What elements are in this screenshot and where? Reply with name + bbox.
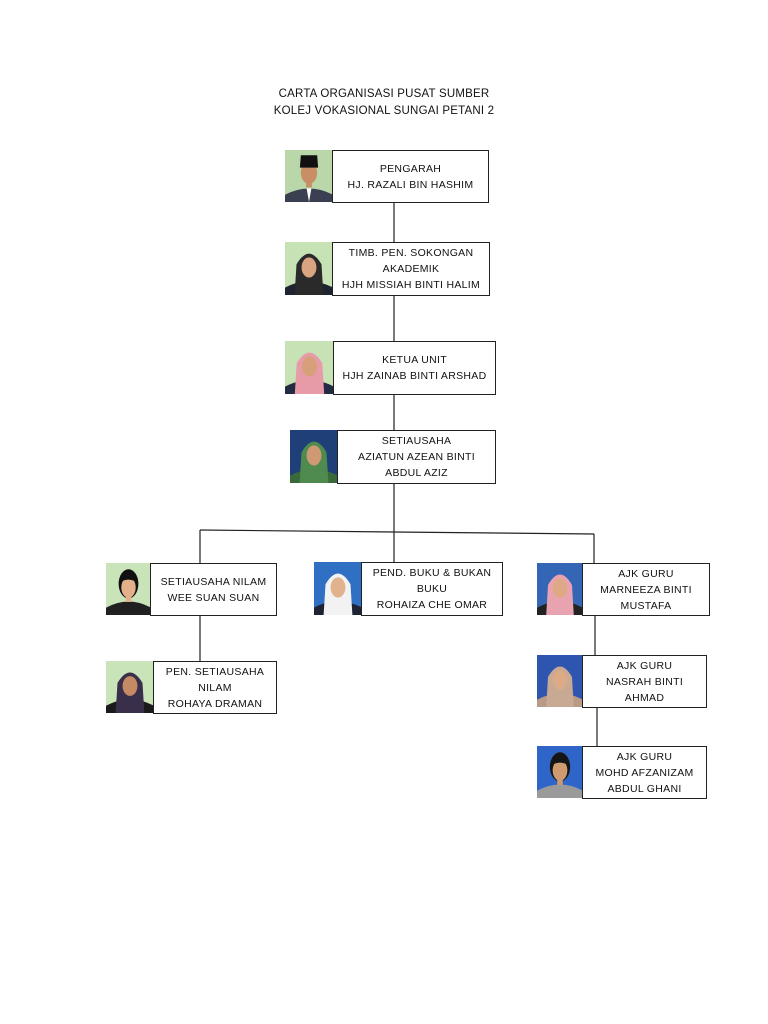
box-ketua-unit: KETUA UNIT HJH ZAINAB BINTI ARSHAD <box>333 341 496 395</box>
portrait-setiausaha-nilam <box>106 563 151 615</box>
box-text-line: PENGARAH <box>379 162 442 175</box>
box-text-line: MUSTAFA <box>620 599 672 612</box>
portrait-pen-setiausaha-nilam <box>106 661 154 713</box>
person-portrait-icon <box>285 150 332 202</box>
person-portrait-icon <box>285 242 332 295</box>
box-text-line: ABDUL AZIZ <box>385 467 448 479</box>
box-pengarah: PENGARAH HJ. RAZALI BIN HASHIM <box>332 150 489 203</box>
box-text-line: AHMAD <box>624 691 665 704</box>
box-pend-buku: PEND. BUKU & BUKAN BUKU ROHAIZA CHE OMAR <box>361 562 503 616</box>
box-text-line: NASRAH BINTI <box>605 675 684 688</box>
box-pen-setiausaha-nilam: PEN. SETIAUSAHA NILAM ROHAYA DRAMAN <box>153 661 277 714</box>
portrait-ajk-nasrah <box>537 655 583 707</box>
box-text-line: AJK GURU <box>618 567 674 580</box>
portrait-setiausaha <box>290 430 338 483</box>
chart-title-line2: KOLEJ VOKASIONAL SUNGAI PETANI 2 <box>273 105 495 117</box>
box-text-line: ABDUL GHANI <box>607 782 682 795</box>
person-portrait-icon <box>106 661 153 713</box>
box-ajk-marneeza: AJK GURU MARNEEZA BINTI MUSTAFA <box>582 563 710 616</box>
portrait-ajk-marneeza <box>537 563 583 615</box>
portrait-ajk-afzanizam <box>537 746 583 798</box>
box-text-line: PEND. BUKU & BUKAN <box>372 567 492 579</box>
box-text-line: MARNEEZA BINTI <box>600 583 692 596</box>
box-text-line: AJK GURU <box>616 750 673 763</box>
box-text-line: SETIAUSAHA NILAM <box>160 575 267 588</box>
box-text-line: WEE SUAN SUAN <box>167 591 260 604</box>
box-setiausaha: SETIAUSAHA AZIATUN AZEAN BINTI ABDUL AZIZ <box>337 430 496 484</box>
connector-horizontal-branch <box>199 529 595 535</box>
chart-title-line1: CARTA ORGANISASI PUSAT SUMBER <box>278 88 490 100</box>
box-text-line: NILAM <box>198 681 232 694</box>
box-text-line: HJH ZAINAB BINTI ARSHAD <box>342 370 487 382</box>
box-text-line: AKADEMIK <box>382 263 440 275</box>
box-text-line: TIMB. PEN. SOKONGAN <box>348 247 474 259</box>
person-portrait-icon <box>537 655 582 707</box>
box-text-line: HJ. RAZALI BIN HASHIM <box>347 178 474 191</box>
box-text-line: BUKU <box>416 583 448 595</box>
box-text-line: HJH MISSIAH BINTI HALIM <box>341 279 481 291</box>
person-portrait-icon <box>537 746 582 798</box>
box-text-line: KETUA UNIT <box>382 354 447 366</box>
person-portrait-icon <box>537 563 582 615</box>
box-text-line: AJK GURU <box>616 659 673 672</box>
portrait-pengarah <box>285 150 333 202</box>
box-text-line: PEN. SETIAUSAHA <box>165 665 265 678</box>
box-text-line: MOHD AFZANIZAM <box>595 766 694 779</box>
person-portrait-icon <box>290 430 337 483</box>
person-portrait-icon <box>106 563 150 615</box>
box-text-line: ROHAYA DRAMAN <box>167 697 263 710</box>
box-text-line: ROHAIZA CHE OMAR <box>376 599 488 611</box>
box-text-line: SETIAUSAHA <box>381 435 452 447</box>
portrait-ketua-unit <box>285 341 334 394</box>
box-setiausaha-nilam: SETIAUSAHA NILAM WEE SUAN SUAN <box>150 563 277 616</box>
person-portrait-icon <box>285 341 333 394</box>
portrait-pend-buku <box>314 562 362 615</box>
person-portrait-icon <box>314 562 361 615</box>
box-ajk-nasrah: AJK GURU NASRAH BINTI AHMAD <box>582 655 707 708</box>
box-timbalan: TIMB. PEN. SOKONGAN AKADEMIK HJH MISSIAH B… <box>332 242 490 296</box>
box-ajk-afzanizam: AJK GURU MOHD AFZANIZAM ABDUL GHANI <box>582 746 707 799</box>
portrait-timbalan <box>285 242 333 295</box>
box-text-line: AZIATUN AZEAN BINTI <box>358 451 475 463</box>
